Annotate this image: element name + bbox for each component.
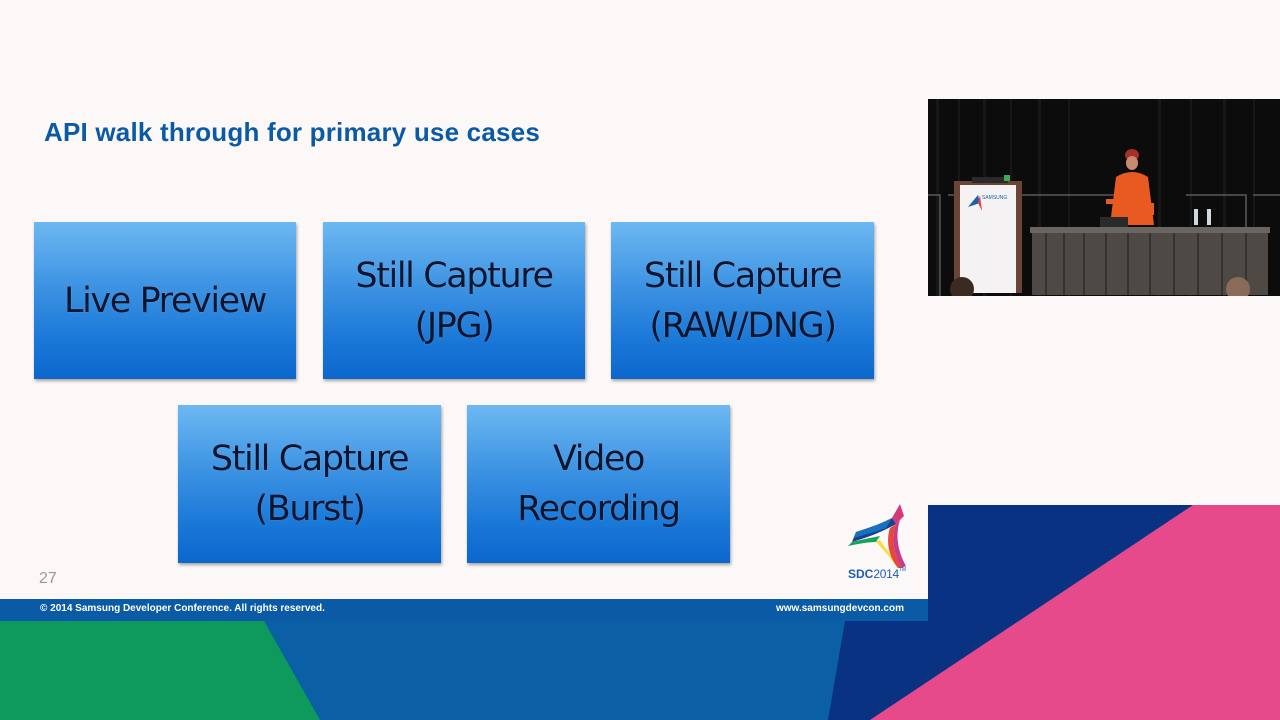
slide-title: API walk through for primary use cases [44, 117, 540, 147]
logo-tm: TM [898, 567, 907, 573]
page-number: 27 [39, 570, 57, 587]
use-case-box-still-raw: Still Capture (RAW/DNG) [611, 222, 874, 379]
presenter-video[interactable]: SAMSUNG [928, 99, 1280, 296]
use-case-box-video-recording: Video Recording [467, 405, 730, 563]
footer-url: www.samsungdevcon.com [776, 603, 904, 614]
box-label-line2: (Burst) [254, 489, 365, 529]
podium-label: SAMSUNG [982, 195, 1007, 201]
box-label-line1: Video [552, 439, 645, 479]
footer-bar [0, 599, 928, 621]
footer-copyright: © 2014 Samsung Developer Conference. All… [40, 603, 325, 614]
sdc-logo-text: SDC2014TM [848, 567, 906, 581]
box-label: Live Preview [63, 280, 267, 321]
box-label-line2: (JPG) [414, 305, 495, 346]
box-label-line2: Recording [517, 489, 681, 529]
use-case-box-still-jpg: Still Capture (JPG) [323, 222, 585, 379]
box-label-line2: (RAW/DNG) [649, 305, 837, 346]
box-label-line1: Still Capture [210, 439, 410, 479]
sdc-star-icon [848, 504, 906, 568]
stage-scene: SAMSUNG [928, 99, 1280, 296]
use-case-box-still-burst: Still Capture (Burst) [178, 405, 441, 563]
logo-brand: SDC [848, 567, 874, 581]
logo-year: 2014 [873, 567, 899, 581]
box-label-line1: Still Capture [643, 255, 843, 296]
box-label-line1: Still Capture [355, 255, 554, 296]
use-case-box-live-preview: Live Preview [34, 222, 296, 379]
